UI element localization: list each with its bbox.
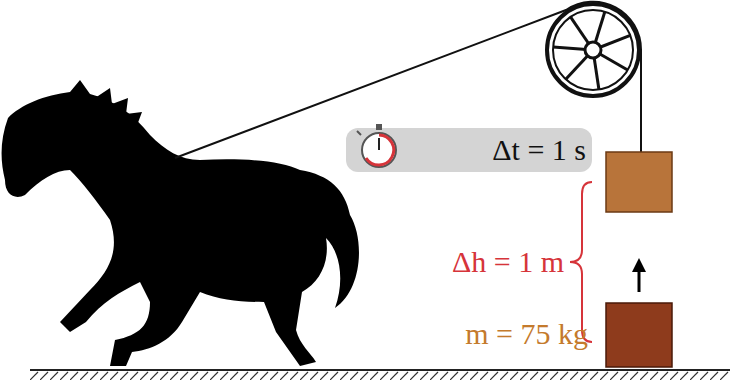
ground-hatch [30,370,730,380]
ground-line [30,369,730,371]
height-label: Δh = 1 m [452,247,564,277]
time-badge [346,128,592,172]
height-brace [570,182,592,342]
stopwatch-icon [357,124,396,167]
pulley [547,4,639,96]
time-label: Δt = 1 s [492,135,586,165]
mass-box-initial [606,303,672,367]
lift-arrow [638,270,641,292]
mass-box-raised [606,152,672,212]
horse-mane [95,88,142,128]
mass-label: m = 75 kg [465,319,588,349]
lift-arrowhead [632,258,646,272]
horse-silhouette [2,80,359,366]
